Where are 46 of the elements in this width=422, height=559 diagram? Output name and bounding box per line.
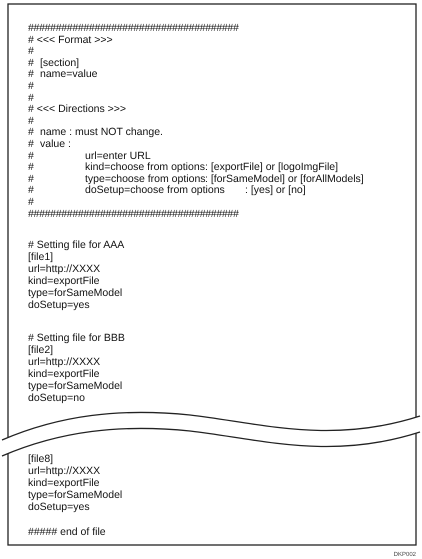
code-text: : [exportFile] or [logoImgFile] — [205, 161, 338, 174]
code-text: # Setting file for AAA — [28, 239, 124, 251]
code-text: doSetup=yes — [28, 501, 90, 513]
code-text: ###################################### — [28, 22, 239, 34]
code-text: # <<< Format >>> — [28, 34, 113, 46]
code-text: doSetup=choose from options — [85, 184, 225, 196]
code-text: [file1] — [28, 251, 54, 263]
code-text: # — [28, 161, 34, 174]
code-text: # — [28, 196, 34, 208]
code-text: : [forSameModel] or [forAllModels] — [205, 172, 364, 185]
code-text: value : — [40, 138, 71, 150]
code-text: kind=exportFile — [28, 275, 100, 287]
code-text: : [yes] or [no] — [245, 184, 306, 196]
code-text: type=choose from options — [85, 172, 206, 185]
code-text: # — [28, 45, 34, 58]
code-text: # <<< Directions >>> — [28, 103, 126, 116]
code-text: [section] — [40, 56, 80, 69]
code-text: # — [28, 56, 34, 69]
code-text: doSetup=yes — [28, 299, 90, 311]
code-text: url=http://XXXX — [28, 263, 100, 275]
code-text: type=forSameModel — [28, 489, 122, 501]
code-text: # — [28, 68, 34, 80]
code-text: # — [28, 92, 34, 104]
code-text: ##### end of file — [28, 526, 106, 538]
code-text: url=http://XXXX — [28, 356, 100, 368]
code-text: # — [28, 172, 34, 185]
code-text: # — [28, 80, 34, 92]
code-text: [file2] — [28, 344, 54, 356]
code-text: type=forSameModel — [28, 287, 122, 299]
code-text: # — [28, 138, 34, 150]
code-text: # — [28, 184, 34, 196]
code-text: # — [28, 150, 34, 162]
code-text: # — [28, 126, 34, 138]
code-text: url=enter URL — [85, 150, 151, 162]
code-text: name : must NOT change. — [40, 126, 163, 138]
code-text: type=forSameModel — [28, 380, 122, 392]
code-text: ###################################### — [28, 208, 239, 220]
code-text: kind=choose from options — [85, 161, 205, 174]
code-text: kind=exportFile — [28, 477, 100, 489]
code-text: doSetup=no — [28, 392, 85, 404]
code-text: url=http://XXXX — [28, 465, 100, 477]
code-text: name=value — [40, 68, 98, 80]
code-text: # Setting file for BBB — [28, 332, 125, 344]
code-text: kind=exportFile — [28, 368, 100, 380]
code-text: [file8] — [28, 453, 54, 465]
code-text: # — [28, 114, 34, 127]
